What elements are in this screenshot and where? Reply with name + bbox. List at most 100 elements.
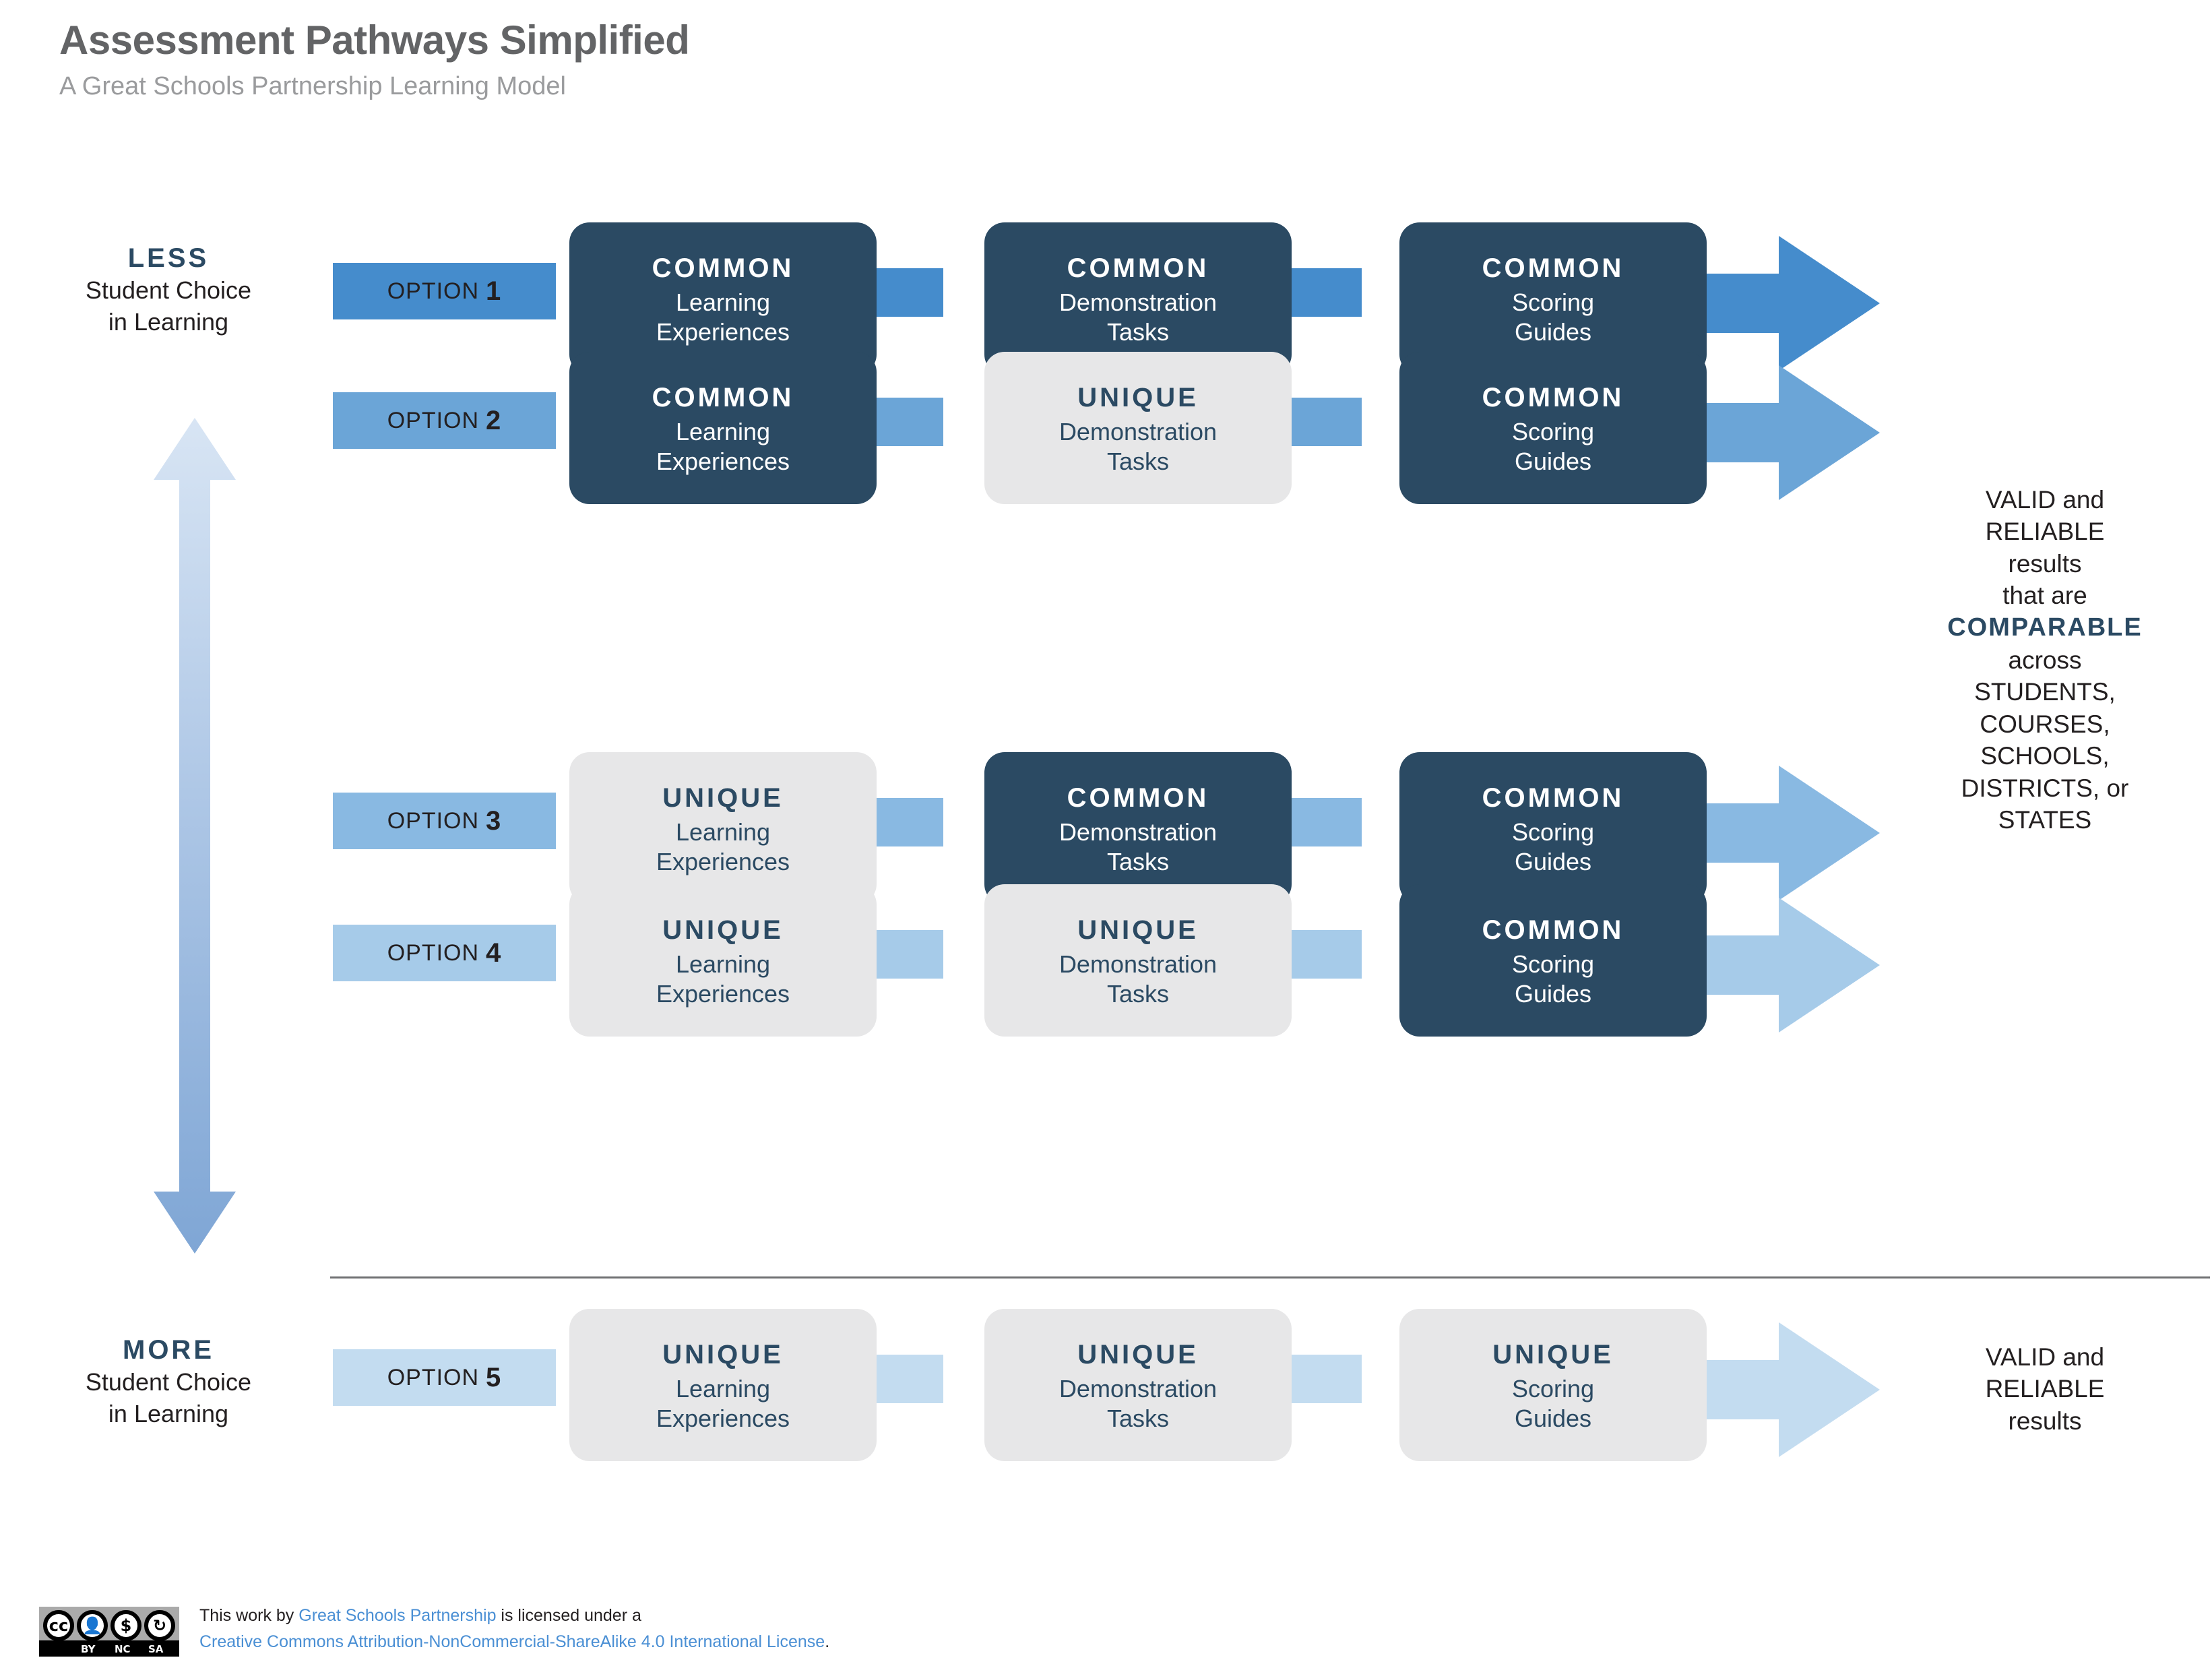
- option-tag-label: OPTION: [387, 807, 480, 834]
- stage-desc-line-2: Tasks: [1106, 1405, 1170, 1432]
- stage-desc-line-2: Guides: [1514, 318, 1592, 346]
- page-header: Assessment Pathways Simplified A Great S…: [59, 19, 690, 101]
- connector-2-row-4: [1291, 930, 1362, 979]
- outcome-main-line-11: STATES: [1998, 805, 2092, 834]
- stage-desc-line-1: Demonstration: [1058, 950, 1218, 979]
- connector-1-row-4: [873, 930, 943, 979]
- stage-desc-line-2: Tasks: [1106, 848, 1170, 875]
- stage-desc-line-2: Tasks: [1106, 318, 1170, 346]
- page-subtitle: A Great Schools Partnership Learning Mod…: [59, 72, 566, 100]
- nc-abbrev: NC: [115, 1643, 131, 1655]
- license-prefix: This work by: [199, 1606, 299, 1625]
- stage-kind: UNIQUE: [1077, 383, 1199, 413]
- stage-desc-line-1: Scoring: [1511, 418, 1595, 446]
- stage-desc-line-1: Demonstration: [1058, 818, 1218, 846]
- stage-kind: COMMON: [1482, 253, 1624, 284]
- stage-desc-line-2: Experiences: [656, 848, 790, 875]
- great-schools-partnership-link[interactable]: Great Schools Partnership: [298, 1606, 497, 1625]
- stage-desc-line-2: Experiences: [656, 448, 790, 475]
- stage-kind: UNIQUE: [1492, 1340, 1614, 1370]
- license-suffix: is licensed under a: [496, 1606, 641, 1625]
- stage-desc-line-1: Demonstration: [1058, 1375, 1218, 1403]
- cc-license-link[interactable]: Creative Commons Attribution-NonCommerci…: [199, 1632, 825, 1651]
- more-line-2: in Learning: [108, 1399, 229, 1427]
- stage-kind: COMMON: [652, 253, 794, 284]
- option-tag-number: 4: [486, 937, 502, 968]
- student-choice-double-arrow-icon: [154, 418, 236, 1254]
- outcome-main-line-4: that are: [2002, 582, 2087, 610]
- stage-kind: UNIQUE: [662, 915, 784, 946]
- license-period: .: [825, 1632, 830, 1651]
- license-line-1: This work by Great Schools Partnership i…: [199, 1603, 829, 1629]
- outcome-main-line-3: results: [2008, 549, 2082, 578]
- stage-desc-line-1: Learning: [675, 818, 771, 846]
- stage-kind: COMMON: [1482, 915, 1624, 946]
- outcome-arrow-icon-row-1: [1671, 236, 1880, 371]
- sa-abbrev: SA: [148, 1643, 164, 1655]
- connector-2-row-5: [1291, 1355, 1362, 1403]
- more-line-1: Student Choice: [85, 1368, 252, 1396]
- outcome-arrow-icon-row-4: [1671, 898, 1880, 1033]
- outcome-main-line-10: DISTRICTS, or: [1961, 774, 2129, 802]
- outcome-last-line-1: VALID and: [1985, 1343, 2105, 1371]
- stage-desc-line-2: Tasks: [1106, 980, 1170, 1008]
- stage-desc-line-1: Learning: [675, 950, 771, 979]
- outcome-main-line-1: VALID and: [1985, 486, 2105, 514]
- outcome-main-line-7: STUDENTS,: [1974, 678, 2116, 706]
- connector-1-row-5: [873, 1355, 943, 1403]
- option-tag-label: OPTION: [387, 407, 480, 433]
- noncommercial-icon: $: [110, 1610, 141, 1641]
- connector-2-row-1: [1291, 268, 1362, 317]
- connector-1-row-2: [873, 398, 943, 446]
- option-tag-number: 5: [486, 1362, 502, 1392]
- stage-kind: UNIQUE: [1077, 915, 1199, 946]
- stage-desc-line-2: Tasks: [1106, 448, 1170, 475]
- outcome-last-line-2: RELIABLE: [1985, 1375, 2105, 1403]
- connector-2-row-2: [1291, 398, 1362, 446]
- stage-desc-line-1: Scoring: [1511, 818, 1595, 846]
- option-tag-number: 3: [486, 805, 502, 836]
- stage-kind: UNIQUE: [1077, 1340, 1199, 1370]
- outcome-last-line-3: results: [2008, 1407, 2082, 1435]
- badge-abbrev-strip: BY NC SA: [39, 1640, 179, 1657]
- stage-desc-line-2: Guides: [1514, 1405, 1592, 1432]
- outcome-arrow-icon-row-5: [1671, 1322, 1880, 1457]
- stage-desc-line-2: Experiences: [656, 980, 790, 1008]
- option-tag-number: 1: [486, 276, 502, 306]
- sharealike-icon: ↻: [144, 1610, 175, 1641]
- stage-desc-line-2: Guides: [1514, 848, 1592, 875]
- outcome-arrow-icon-row-2: [1671, 365, 1880, 500]
- license-line-2: Creative Commons Attribution-NonCommerci…: [199, 1629, 829, 1655]
- license-text: This work by Great Schools Partnership i…: [199, 1603, 829, 1655]
- stage-desc-line-1: Demonstration: [1058, 288, 1218, 317]
- less-line-2: in Learning: [108, 307, 229, 336]
- stage-desc-line-1: Scoring: [1511, 950, 1595, 979]
- stage-kind: COMMON: [1482, 383, 1624, 413]
- outcome-main-line-5: COMPARABLE: [1947, 613, 2143, 642]
